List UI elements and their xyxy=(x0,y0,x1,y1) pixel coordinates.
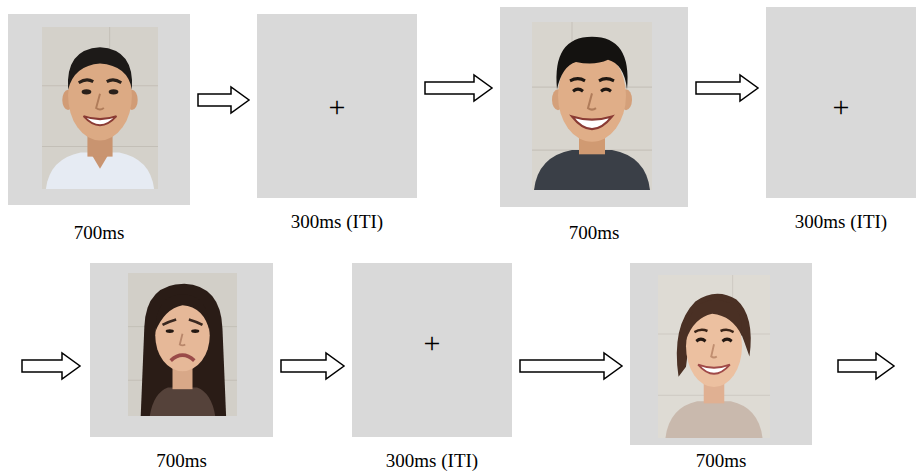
continuation-arrow xyxy=(838,353,894,379)
fixation-frame: +300ms (ITI) xyxy=(257,14,417,198)
illustration-part xyxy=(109,89,119,94)
illustration-part xyxy=(694,330,733,332)
illustration-part xyxy=(84,116,117,125)
continuation-arrow xyxy=(22,353,80,379)
stimulus-frame: 700ms xyxy=(90,263,273,437)
duration-label: 300ms (ITI) xyxy=(217,211,457,233)
sequence-arrow xyxy=(520,353,622,379)
stimulus-frame: 700ms xyxy=(8,14,190,205)
illustration-part xyxy=(556,37,627,89)
duration-label: 700ms xyxy=(50,450,313,472)
illustration-part xyxy=(79,80,122,83)
duration-label: 300ms (ITI) xyxy=(312,450,552,472)
illustration-part xyxy=(166,329,174,333)
illustration-part xyxy=(68,47,132,90)
illustration-part xyxy=(588,93,596,109)
illustration-part xyxy=(572,117,612,130)
illustration-part xyxy=(42,27,158,189)
fixation-cross: + xyxy=(766,92,916,122)
illustration-part xyxy=(658,275,770,438)
illustration-part xyxy=(532,22,652,190)
face-photo xyxy=(42,27,158,189)
illustration-part xyxy=(191,329,199,333)
illustration-part xyxy=(698,365,730,374)
illustration-part xyxy=(711,344,717,357)
face-photo xyxy=(128,273,237,416)
fixation-cross: + xyxy=(352,328,512,358)
illustration-part xyxy=(180,334,185,346)
illustration-part xyxy=(150,387,215,416)
duration-label: 700ms xyxy=(460,222,728,244)
illustration-part xyxy=(573,89,611,91)
illustration-part xyxy=(534,150,650,190)
illustration-part xyxy=(128,273,237,416)
duration-label: 700ms xyxy=(0,222,230,244)
illustration-part xyxy=(696,339,731,341)
illustration-part xyxy=(163,319,203,324)
sequence-arrow xyxy=(281,353,344,379)
illustration-part xyxy=(96,94,104,110)
fixation-frame: +300ms (ITI) xyxy=(352,263,512,437)
face-photo xyxy=(658,275,770,438)
illustration-part xyxy=(686,299,742,340)
illustration-part xyxy=(141,284,226,416)
face-photo xyxy=(532,22,652,190)
sequence-arrow xyxy=(425,75,492,101)
stimulus-frame: 700ms xyxy=(630,263,812,445)
illustration-part xyxy=(570,79,614,81)
illustration-part xyxy=(46,153,154,189)
illustration-part xyxy=(82,89,92,94)
illustration-part xyxy=(155,294,210,332)
illustration-part xyxy=(665,401,762,438)
fixation-frame: +300ms (ITI) xyxy=(766,7,916,198)
illustration-part xyxy=(532,22,652,150)
illustration-part xyxy=(171,355,195,360)
stimulus-frame: 700ms xyxy=(500,7,688,207)
sequence-arrow xyxy=(198,87,249,113)
illustration-part xyxy=(42,27,158,146)
duration-label: 300ms (ITI) xyxy=(726,211,920,233)
duration-label: 700ms xyxy=(590,450,852,472)
fixation-cross: + xyxy=(257,92,417,122)
sequence-arrow xyxy=(696,75,758,101)
illustration-part xyxy=(658,275,770,395)
